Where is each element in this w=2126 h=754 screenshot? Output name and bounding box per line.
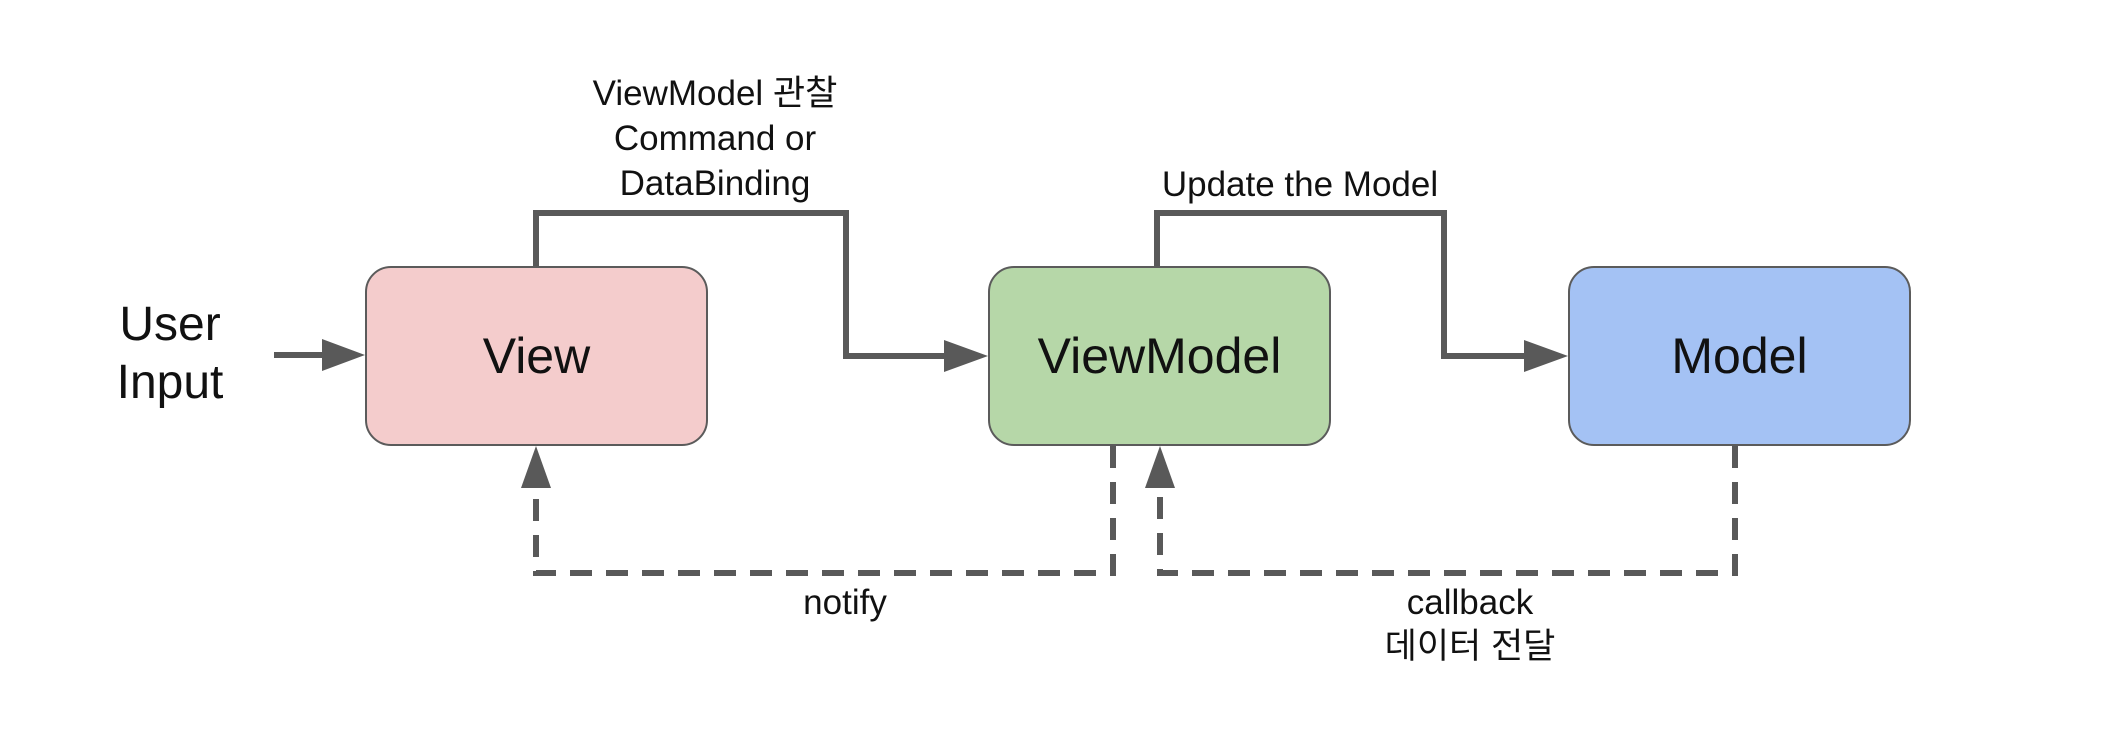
viewmodel-to-view-line [533,446,1116,576]
viewmodel-node: ViewModel [988,266,1331,446]
viewmodel-to-model-line [1154,210,1528,359]
update-model-text: Update the Model [1161,165,1439,204]
user-input-line2: Input [116,355,224,409]
view-node-label: View [482,328,591,384]
notify-text: notify [803,583,887,622]
view-to-viewmodel-arrowhead [944,340,988,372]
viewmodel-to-view-arrowhead [521,446,551,488]
model-node-label: Model [1671,328,1808,384]
input-arrowhead [322,339,365,371]
viewmodel-to-model-label: Update the Model [1130,163,1470,207]
edge-label-line2: Command or [613,118,817,158]
model-node: Model [1568,266,1911,446]
callback-text: callback [1406,583,1534,622]
view-to-viewmodel-line [533,210,948,359]
user-input-label: User Input [100,296,240,411]
viewmodel-to-model-arrowhead [1524,340,1568,372]
model-to-viewmodel-arrowhead [1145,446,1175,488]
callback-label: callback 데이터 전달 [1340,581,1600,669]
data-transfer-text: 데이터 전달 [1384,626,1556,666]
notify-label: notify [760,581,930,625]
viewmodel-node-label: ViewModel [1037,328,1282,384]
edge-label-line1: ViewModel 관찰 [592,74,838,113]
view-to-viewmodel-label: ViewModel 관찰 Command or DataBinding [540,72,890,206]
view-node: View [365,266,708,446]
model-to-viewmodel-line [1157,446,1738,576]
edge-label-line3: DataBinding [619,163,811,203]
user-input-line1: User [119,298,221,351]
